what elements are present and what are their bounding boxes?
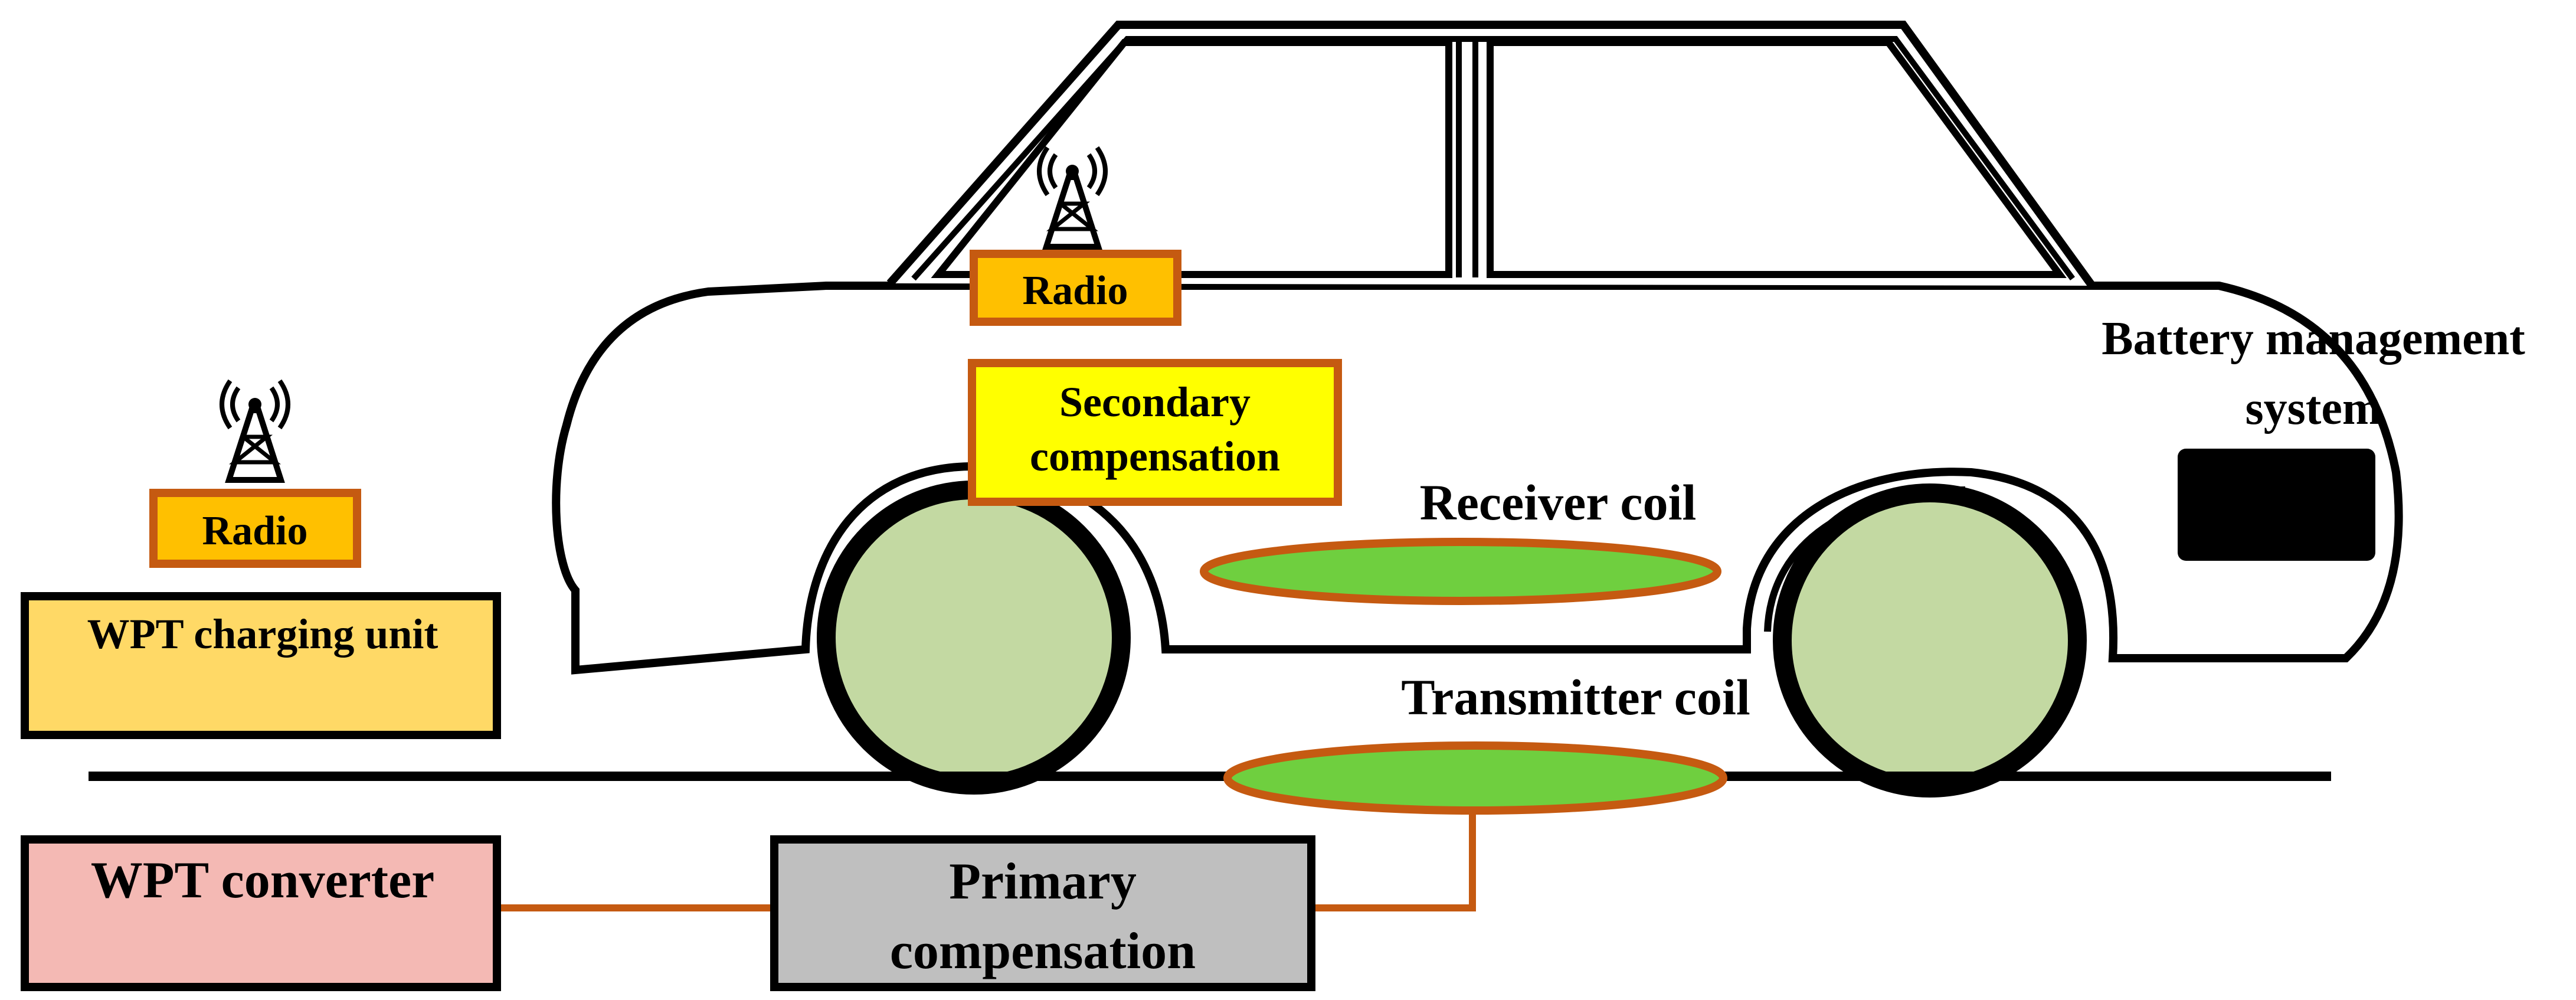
car-radio-label: Radio <box>1023 268 1128 313</box>
primary-compensation-label-line2: compensation <box>890 923 1196 980</box>
antenna-tower-icon <box>220 379 290 483</box>
secondary-compensation-label-line2: compensation <box>1030 433 1280 480</box>
battery-management-label-line1: Battery management <box>2102 313 2525 365</box>
transmitter-coil <box>1223 741 1727 815</box>
wpt-converter-label: WPT converter <box>91 852 434 909</box>
wpt-charging-unit-label: WPT charging unit <box>87 610 438 658</box>
battery-block <box>2178 449 2375 561</box>
transmitter-coil-label: Transmitter coil <box>1401 669 1750 726</box>
rear-wheel <box>1773 483 2087 798</box>
receiver-coil <box>1200 538 1721 605</box>
primary-to-transmitter-wire <box>1311 811 1476 911</box>
secondary-compensation-label-line1: Secondary <box>1059 378 1251 426</box>
car-window-rear <box>1487 39 2067 278</box>
car-radio-box <box>970 250 1181 326</box>
secondary-compensation-box <box>968 359 1342 506</box>
charging-unit-radio-label: Radio <box>202 508 308 554</box>
battery-management-label-line2: system <box>2245 383 2381 434</box>
wpt-charging-unit-box <box>21 592 501 739</box>
receiver-coil-label: Receiver coil <box>1420 474 1697 531</box>
antenna-tower-icon <box>1037 146 1108 250</box>
primary-compensation-box <box>770 835 1315 991</box>
charging-unit-radio-box <box>149 489 361 568</box>
front-wheel <box>817 481 1131 795</box>
wpt-converter-box <box>21 835 501 991</box>
primary-compensation-label-line1: Primary <box>949 853 1137 910</box>
